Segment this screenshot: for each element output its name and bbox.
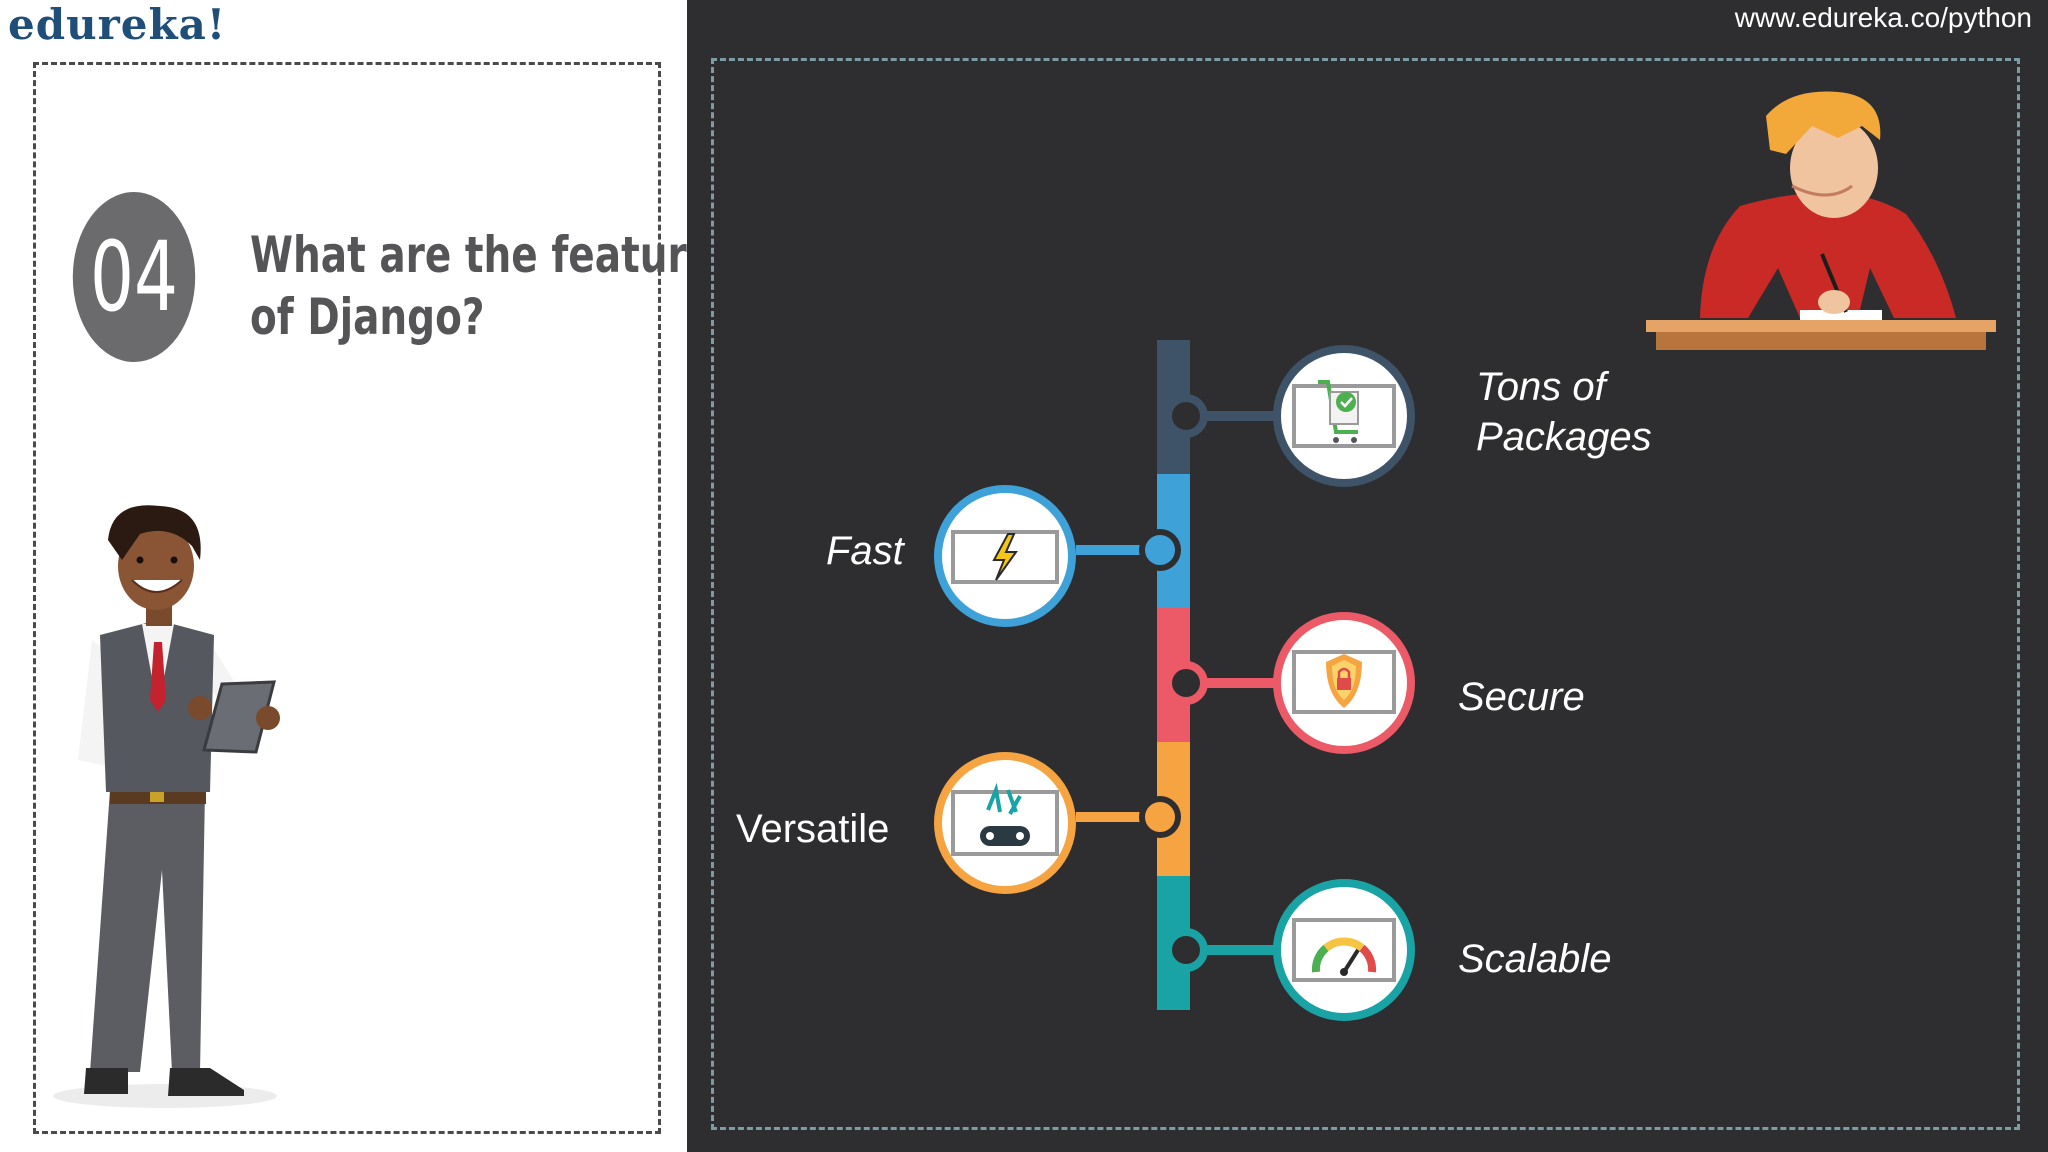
node-scalable [1164, 928, 1208, 972]
speedometer-icon [1273, 879, 1415, 1021]
feature-label-packages-line2: Packages [1476, 415, 1652, 459]
left-dashed-frame [33, 62, 661, 1134]
website-url[interactable]: www.edureka.co/python [1734, 2, 2032, 33]
title-line-2: of Django? [250, 288, 485, 346]
feature-label-fast: Fast [826, 529, 904, 573]
shield-lock-icon [1273, 612, 1415, 754]
lightning-icon [934, 485, 1076, 627]
tools-icon [934, 752, 1076, 894]
section-number-badge: 04 [72, 192, 196, 362]
feature-label-packages: Tons of Packages [1476, 362, 1652, 462]
man-with-tablet-illustration [53, 505, 280, 1108]
node-versatile [1139, 796, 1181, 838]
feature-label-scalable: Scalable [1458, 937, 1612, 981]
shopping-cart-check-icon [1273, 345, 1415, 487]
feature-label-packages-line1: Tons of [1476, 365, 1606, 409]
feature-label-secure: Secure [1458, 675, 1585, 719]
feature-label-versatile: Versatile [736, 807, 890, 851]
section-number: 04 [90, 221, 178, 333]
inner-dashed-frame [711, 58, 2020, 1130]
node-fast [1139, 529, 1181, 571]
node-secure [1164, 661, 1208, 705]
edureka-logo: edureka! [8, 0, 227, 49]
node-packages [1164, 394, 1208, 438]
